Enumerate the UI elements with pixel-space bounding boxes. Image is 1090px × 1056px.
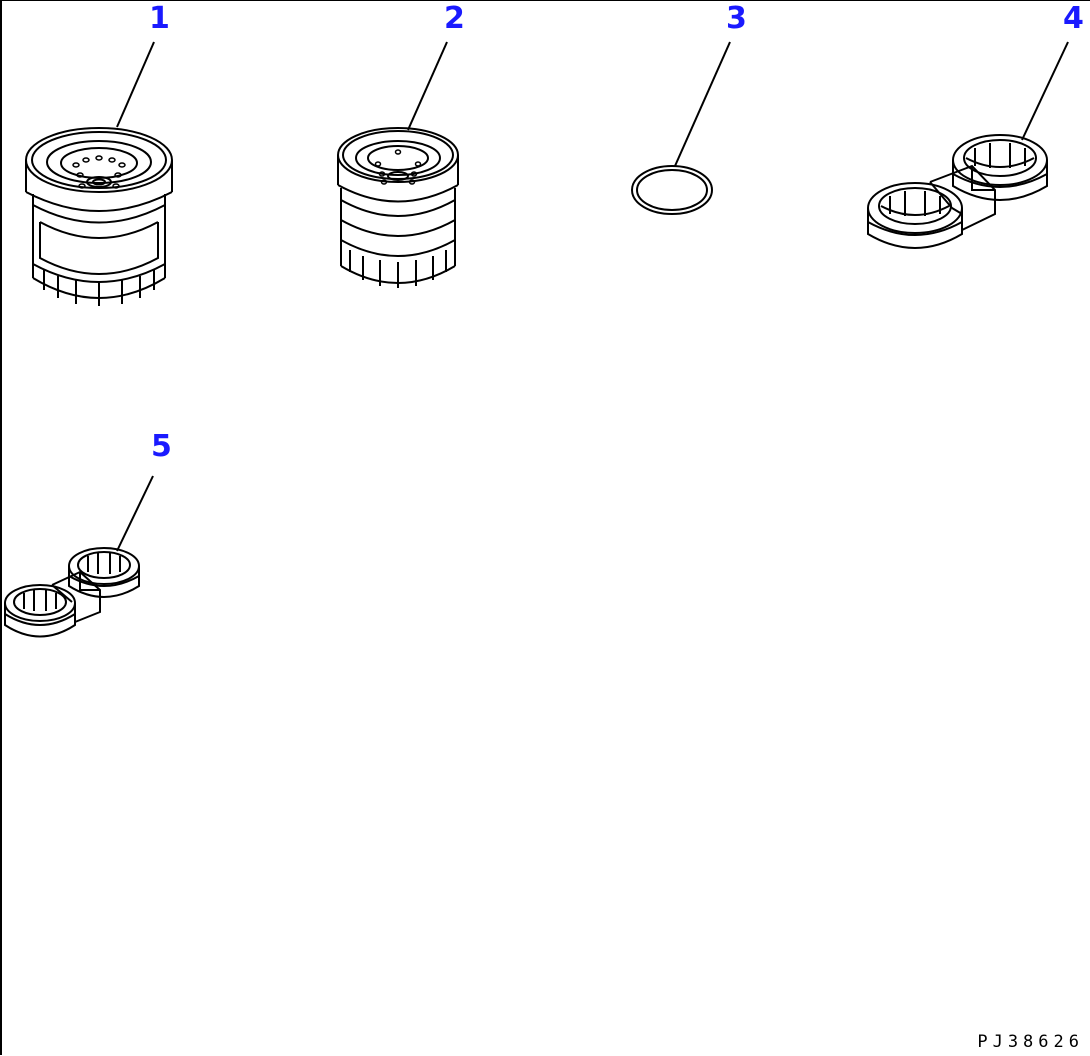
oil-filter-cartridge-icon (26, 128, 172, 306)
fuel-filter-cartridge-icon (338, 128, 458, 288)
leader-lines (117, 42, 1068, 551)
callout-5: 5 (151, 429, 172, 464)
filter-wrench-small-icon (5, 548, 139, 637)
leader-line-4 (1022, 42, 1068, 140)
filter-wrench-large-icon (868, 135, 1047, 248)
callout-2: 2 (444, 1, 465, 36)
o-ring-icon (632, 166, 712, 214)
drawing-code: PJ38626 (977, 1032, 1084, 1052)
leader-line-5 (117, 476, 153, 551)
leader-line-3 (675, 42, 730, 166)
leader-line-2 (408, 42, 447, 130)
callout-3: 3 (726, 1, 747, 36)
callout-4: 4 (1063, 1, 1084, 36)
callout-1: 1 (149, 1, 170, 36)
leader-line-1 (117, 42, 154, 127)
